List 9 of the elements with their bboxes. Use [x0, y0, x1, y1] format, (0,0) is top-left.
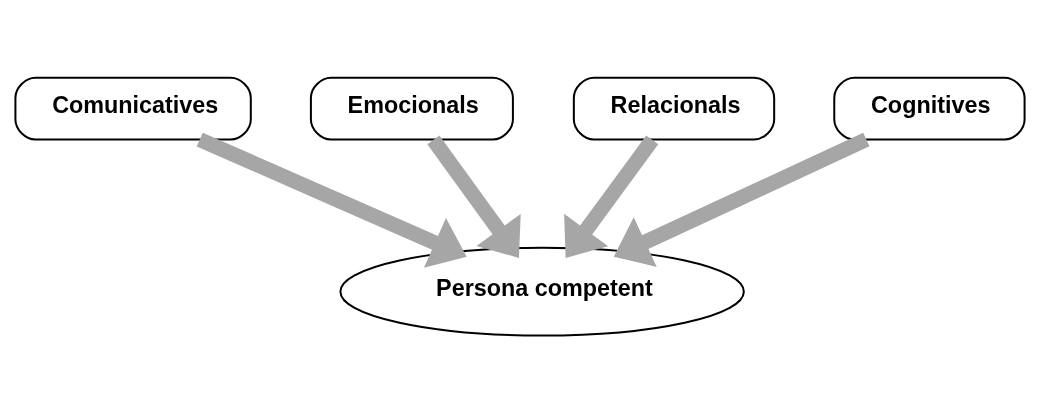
arrow: [613, 132, 870, 267]
arrow: [196, 132, 467, 268]
arrow: [427, 135, 521, 258]
node-box: Cognitives: [833, 76, 1026, 140]
node-box: Emocionals: [309, 76, 514, 140]
node-box: Relacionals: [572, 76, 776, 140]
node-box: Comunicatives: [14, 76, 252, 140]
arrow: [564, 135, 659, 258]
node-ellipse: Persona competent: [339, 246, 745, 337]
